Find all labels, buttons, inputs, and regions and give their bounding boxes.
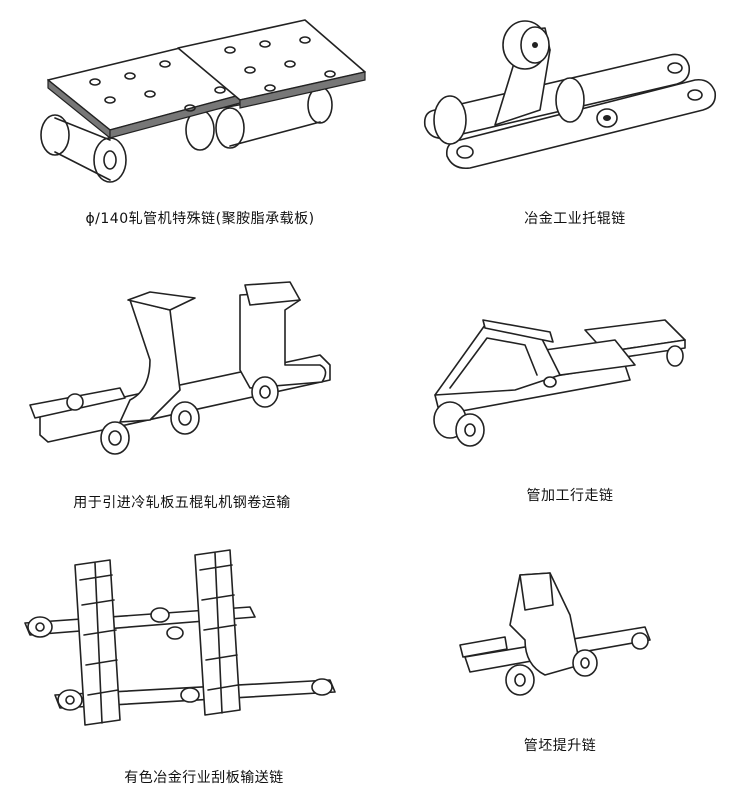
pipe-walking-chain-icon [433,319,686,447]
billet-lift-chain-icon [459,572,651,696]
item-coil-transport-chain: 用于引进冷轧板五棍轧机钢卷运输 [0,270,375,530]
item-roller-support-chain: 冶金工业托辊链 [375,0,750,250]
caption-roller-support-chain: 冶金工业托辊链 [524,211,626,227]
caption-scraper-conveyor-chain: 有色冶金行业刮板输送链 [124,770,284,786]
item-scraper-conveyor-chain: 有色冶金行业刮板输送链 [0,545,375,807]
caption-slat-plate-chain: ϕ/140轧管机特殊链(聚胺脂承载板) [85,211,315,227]
scraper-conveyor-chain-icon [24,549,336,726]
item-pipe-walking-chain: 管加工行走链 [375,270,750,530]
coil-transport-chain-icon [29,281,331,455]
caption-billet-lift-chain: 管坯提升链 [523,738,597,754]
roller-support-chain-icon [423,20,717,170]
slat-plate-chain-icon [40,19,366,183]
item-billet-lift-chain: 管坯提升链 [375,545,750,807]
caption-pipe-walking-chain: 管加工行走链 [526,488,614,504]
caption-coil-transport-chain: 用于引进冷轧板五棍轧机钢卷运输 [73,495,291,511]
item-slat-plate-chain: ϕ/140轧管机特殊链(聚胺脂承载板) [0,0,375,250]
